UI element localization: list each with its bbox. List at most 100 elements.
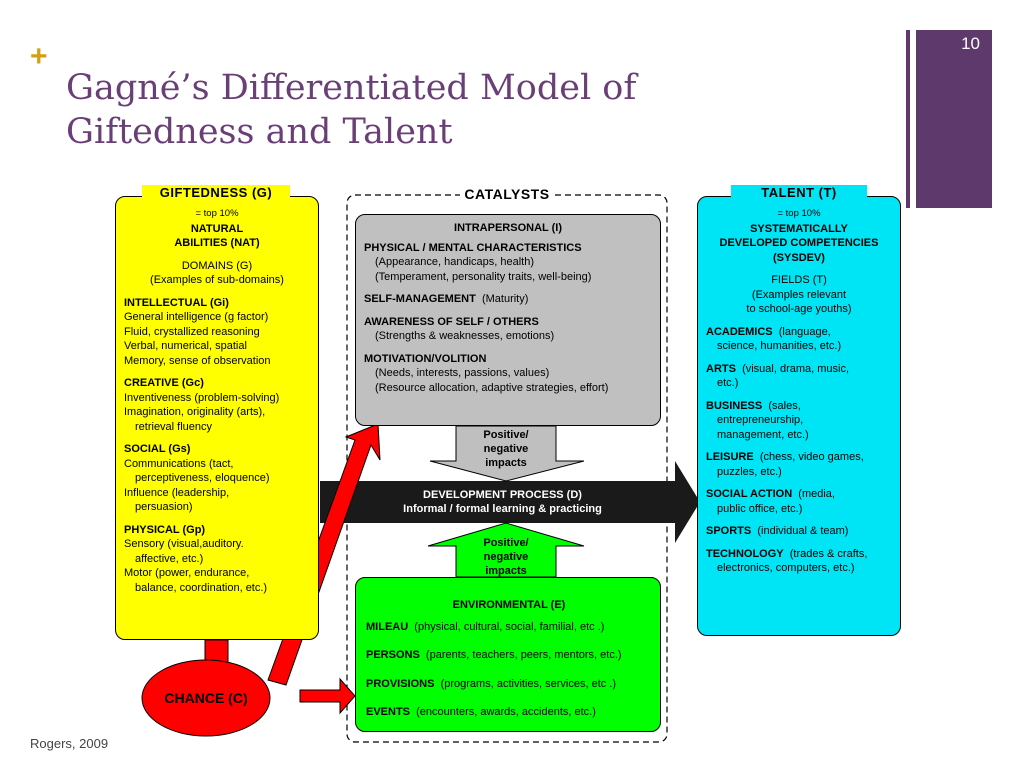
giftedness-heading-2: ABILITIES (NAT) <box>174 237 260 249</box>
events-head: EVENTS <box>366 706 411 718</box>
physical-line: Sensory (visual,auditory. <box>124 538 244 550</box>
sports-head: SPORTS <box>706 525 752 537</box>
sports-text: (individual & team) <box>757 525 849 537</box>
motivation-line: (Needs, interests, passions, values) <box>375 367 550 379</box>
intellectual-line: Verbal, numerical, spatial <box>124 340 247 352</box>
physical-line: affective, etc.) <box>135 552 204 565</box>
persons-text: (parents, teachers, peers, mentors, etc.… <box>425 649 622 661</box>
creative-line: retrieval fluency <box>135 420 213 433</box>
social-line: perceptiveness, eloquence) <box>135 472 270 484</box>
social-action-text: (media, <box>798 488 835 500</box>
impact-label-top: Positive/ negative impacts <box>456 428 556 470</box>
persons: PERSONS (parents, teachers, peers, mento… <box>366 648 652 663</box>
talent-box: = top 10% SYSTEMATICALLY DEVELOPED COMPE… <box>697 196 901 636</box>
intellectual-line: General intelligence (g factor) <box>124 311 269 323</box>
physical-head: PHYSICAL (Gp) <box>124 523 206 536</box>
giftedness-domains-2: (Examples of sub-domains) <box>150 274 284 286</box>
arts-text: (visual, drama, music, <box>742 362 850 375</box>
fields-line: to school-age youths) <box>746 303 852 315</box>
sports: SPORTS (individual & team) <box>706 524 892 539</box>
creative-line: Imagination, originality (arts), <box>124 406 266 418</box>
technology-head: TECHNOLOGY <box>706 547 784 560</box>
impact-label-line: Positive/ <box>483 537 529 549</box>
motivation-line: (Resource allocation, adaptive strategie… <box>375 381 609 394</box>
environmental-head: ENVIRONMENTAL (E) <box>452 599 566 611</box>
talent-heading-1: SYSTEMATICALLY <box>750 222 848 235</box>
creative-line: Inventiveness (problem-solving) <box>124 391 280 404</box>
leisure: LEISURE (chess, video games, <box>706 450 892 465</box>
leisure-head: LEISURE <box>706 451 754 463</box>
intrapersonal-box: INTRAPERSONAL (I) PHYSICAL / MENTAL CHAR… <box>355 214 661 426</box>
social-line: Influence (leadership, <box>124 486 230 499</box>
social-line: Communications (tact, <box>124 457 234 470</box>
slide-number: 10 <box>961 34 980 53</box>
social-action: SOCIAL ACTION (media, <box>706 487 892 502</box>
leisure-line: puzzles, etc.) <box>717 465 782 478</box>
academics-text: (language, <box>778 325 831 338</box>
catalysts-label-text: CATALYSTS <box>460 186 554 202</box>
intellectual-line: Fluid, crystallized reasoning <box>124 325 260 338</box>
academics-head: ACADEMICS <box>706 325 773 338</box>
impact-label-bottom: Positive/ negative impacts <box>456 536 556 578</box>
talent-tag: TALENT (T) <box>731 185 867 200</box>
giftedness-tag: GIFTEDNESS (G) <box>142 185 290 200</box>
development-arrow <box>320 461 700 543</box>
development-process-line-1: DEVELOPMENT PROCESS (D) <box>423 489 582 501</box>
self-management: SELF-MANAGEMENT (Maturity) <box>364 292 652 307</box>
chance-label: CHANCE (C) <box>164 690 248 706</box>
giftedness-top-percent: = top 10% <box>195 208 239 219</box>
events-text: (encounters, awards, accidents, etc.) <box>416 706 596 718</box>
development-process-line-2: Informal / formal learning & practicing <box>403 503 602 515</box>
impact-arrow-down <box>429 425 585 482</box>
accent-bar-thin <box>906 30 910 208</box>
self-management-text: (Maturity) <box>481 293 529 305</box>
self-management-head: SELF-MANAGEMENT <box>364 293 476 305</box>
academics: ACADEMICS (language, <box>706 325 892 340</box>
physical-line: balance, coordination, etc.) <box>135 581 268 594</box>
impact-label-line: negative <box>483 443 529 455</box>
fields-line: (Examples relevant <box>751 288 847 301</box>
fields-line: FIELDS (T) <box>771 274 827 286</box>
awareness-head: AWARENESS OF SELF / OTHERS <box>364 315 539 328</box>
slide-title-line-1: Gagné’s Differentiated Model of <box>66 68 637 108</box>
business-line: entrepreneurship, <box>717 414 804 426</box>
plus-icon: + <box>30 40 48 73</box>
business-head: BUSINESS <box>706 399 763 412</box>
intrapersonal-head: INTRAPERSONAL (I) <box>454 222 562 234</box>
talent-heading-2: DEVELOPED COMPETENCIES <box>719 237 879 249</box>
slide-title-line-2: Giftedness and Talent <box>66 112 453 152</box>
technology-text: (trades & crafts, <box>789 547 868 560</box>
physical-mental-head: PHYSICAL / MENTAL CHARACTERISTICS <box>364 241 582 254</box>
impact-label-line: impacts <box>485 565 527 577</box>
credit: Rogers, 2009 <box>30 736 109 751</box>
events: EVENTS (encounters, awards, accidents, e… <box>366 705 652 720</box>
talent-top-percent: = top 10% <box>777 208 821 219</box>
business: BUSINESS (sales, <box>706 399 892 414</box>
arts-line: etc.) <box>717 377 739 389</box>
environmental-box: ENVIRONMENTAL (E) MILEAU (physical, cult… <box>355 577 661 732</box>
talent-heading-3: (SYSDEV) <box>773 251 825 264</box>
technology: TECHNOLOGY (trades & crafts, <box>706 547 892 562</box>
provisions-text: (programs, activities, services, etc .) <box>440 677 617 690</box>
arts-head: ARTS <box>706 362 736 375</box>
creative-head: CREATIVE (Gc) <box>124 377 204 389</box>
physical-mental-line: (Temperament, personality traits, well-b… <box>375 270 592 283</box>
physical-mental-line: (Appearance, handicaps, health) <box>375 256 534 268</box>
business-line: management, etc.) <box>717 428 809 441</box>
social-head: SOCIAL (Gs) <box>124 443 191 455</box>
physical-line: Motor (power, endurance, <box>124 567 250 579</box>
impact-label-line: impacts <box>485 457 527 469</box>
giftedness-tag-text: GIFTEDNESS (G) <box>159 185 273 200</box>
arts: ARTS (visual, drama, music, <box>706 362 892 377</box>
chance-arrow-to-environmental <box>299 677 356 715</box>
giftedness-box: = top 10% NATURAL ABILITIES (NAT) DOMAIN… <box>115 196 319 640</box>
leisure-text: (chess, video games, <box>759 451 864 463</box>
talent-tag-text: TALENT (T) <box>761 185 837 200</box>
giftedness-heading-1: NATURAL <box>190 222 244 235</box>
slide-title: Gagné’s Differentiated Model of Giftedne… <box>66 66 706 154</box>
mileau-text: (physical, cultural, social, familial, e… <box>414 620 605 633</box>
social-action-head: SOCIAL ACTION <box>706 488 793 500</box>
business-text: (sales, <box>768 399 801 412</box>
impact-label-line: Positive/ <box>483 429 529 441</box>
social-action-line: public office, etc.) <box>717 502 803 515</box>
